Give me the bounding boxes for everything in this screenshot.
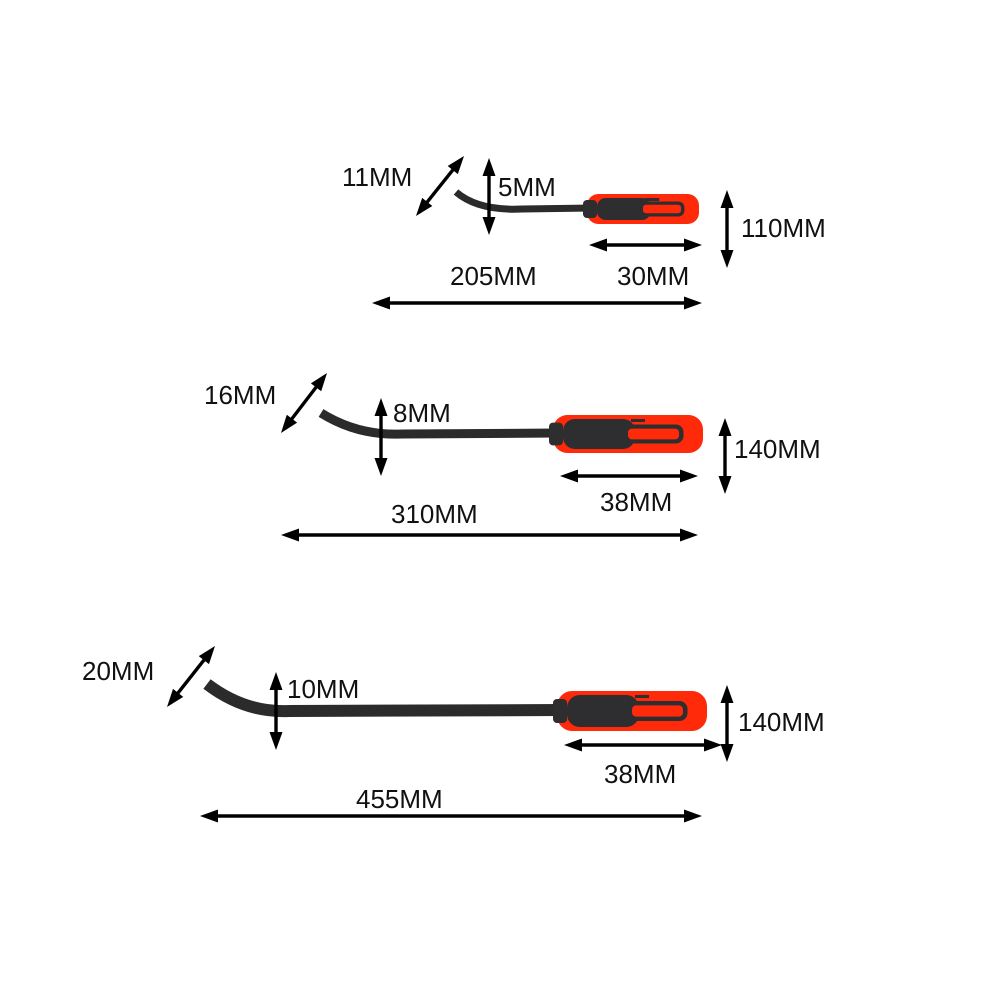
overall-length-arrow — [281, 528, 698, 542]
brand-logo-icon — [635, 695, 649, 698]
shaft-diameter-arrow — [374, 398, 388, 476]
tip-width-label: 16MM — [204, 380, 276, 410]
handle-length-label: 140MM — [734, 434, 821, 464]
shaft — [453, 189, 594, 213]
overall-length-arrow — [372, 296, 702, 310]
handle-length-label: 110MM — [741, 213, 826, 243]
shaft-diameter-arrow — [482, 158, 496, 235]
handle-length-arrow — [720, 685, 734, 762]
handle — [549, 415, 703, 453]
large-pry-bar — [203, 679, 707, 731]
overall-length-arrow — [200, 809, 702, 823]
brand-logo-icon — [631, 419, 645, 422]
small-pry-bar — [453, 189, 699, 224]
shaft — [203, 679, 564, 718]
overall-length-label: 310MM — [391, 499, 478, 529]
tip-width-label: 20MM — [82, 656, 154, 686]
overall-length-label: 205MM — [450, 261, 537, 291]
handle — [553, 691, 707, 731]
dimension-labels-layer: 11MM 5MM 110MM 30MM 205MM 16MM 8MM 140MM… — [82, 162, 826, 814]
handle-length-label: 140MM — [738, 707, 825, 737]
shaft-diameter-label: 5MM — [498, 172, 556, 202]
shaft — [318, 409, 560, 439]
tip-width-arrow — [416, 156, 464, 216]
handle-length-arrow — [720, 190, 734, 268]
grip-diameter-arrow — [564, 738, 722, 752]
medium-pry-bar — [318, 409, 703, 453]
tools-layer — [203, 189, 707, 731]
brand-logo-icon — [645, 198, 660, 201]
grip-diameter-arrow — [560, 469, 698, 483]
shaft-diameter-label: 8MM — [393, 398, 451, 428]
grip-diameter-label: 38MM — [600, 487, 672, 517]
overall-length-label: 455MM — [356, 784, 443, 814]
tip-width-label: 11MM — [342, 162, 412, 192]
shaft-diameter-arrow — [269, 672, 283, 750]
tip-width-arrow — [167, 646, 215, 707]
handle — [583, 194, 699, 224]
tip-width-arrow — [281, 373, 327, 433]
grip-diameter-label: 30MM — [617, 261, 689, 291]
grip-diameter-label: 38MM — [604, 759, 676, 789]
handle-length-arrow — [718, 418, 732, 494]
shaft-diameter-label: 10MM — [287, 674, 359, 704]
dimension-arrows-layer — [167, 156, 734, 823]
grip-diameter-arrow — [589, 238, 702, 252]
